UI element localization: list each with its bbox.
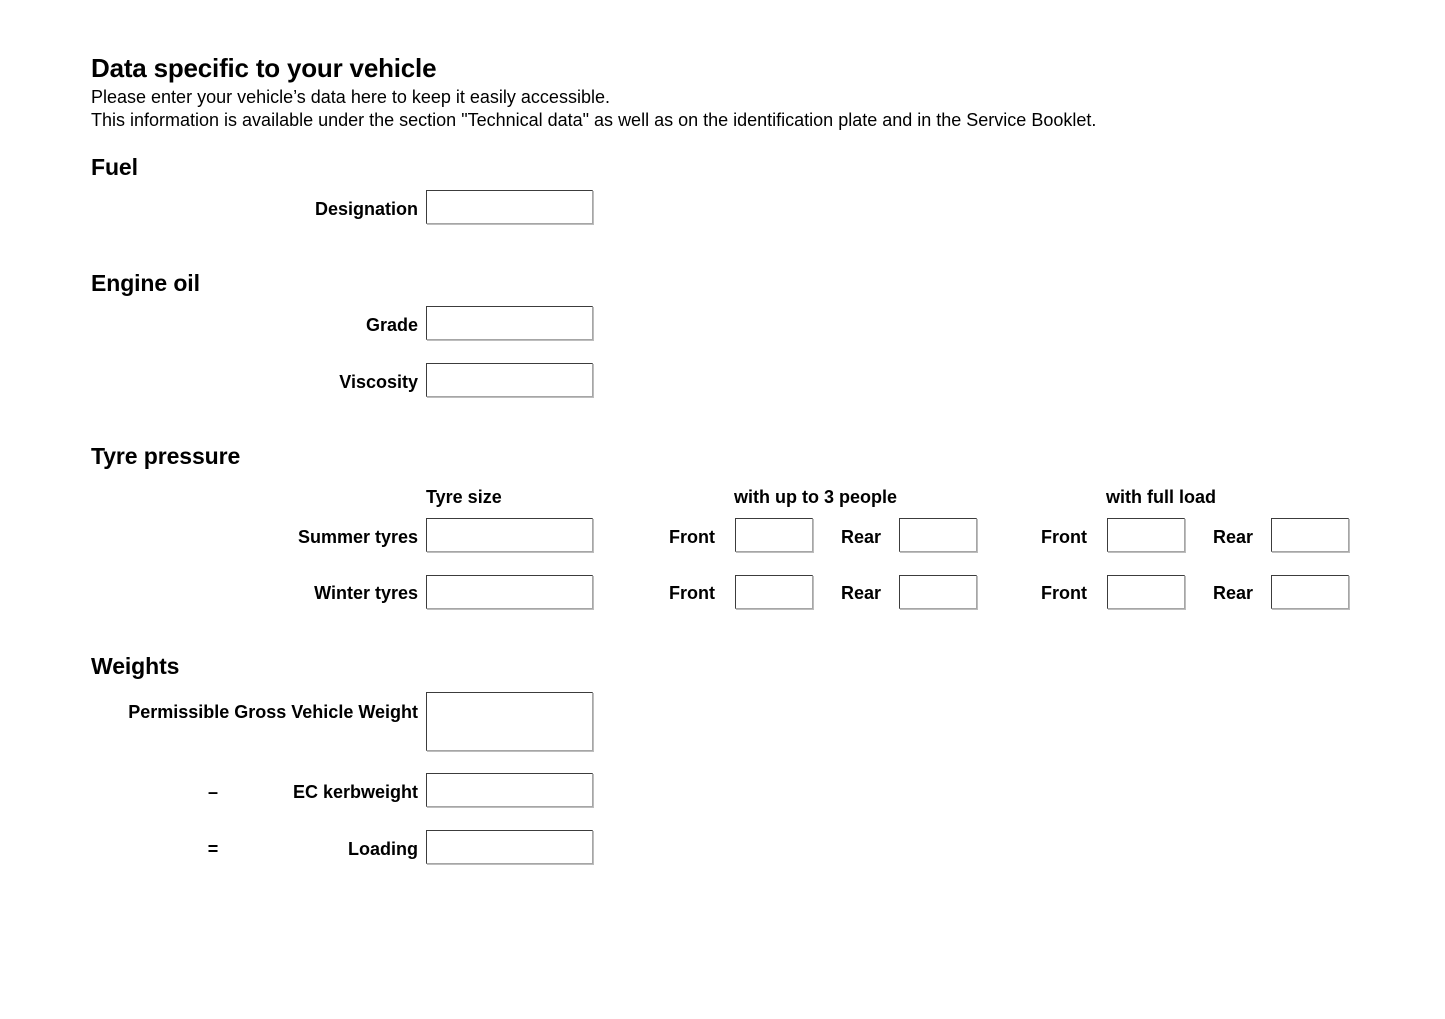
label-grade: Grade bbox=[365, 315, 418, 335]
input-fuel-designation[interactable] bbox=[426, 190, 593, 224]
input-winter-3people-rear[interactable] bbox=[899, 575, 977, 609]
intro-line-1: Please enter your vehicle’s data here to… bbox=[91, 87, 610, 107]
section-heading-tyre-pressure: Tyre pressure bbox=[91, 443, 241, 469]
input-summer-tyre-size[interactable] bbox=[426, 518, 593, 552]
label-summer-3people-rear: Rear bbox=[841, 527, 882, 547]
input-engine-oil-grade[interactable] bbox=[426, 306, 593, 340]
input-summer-3people-front[interactable] bbox=[735, 518, 813, 552]
column-header-up-to-3-people: with up to 3 people bbox=[734, 487, 897, 507]
input-engine-oil-viscosity[interactable] bbox=[426, 363, 593, 397]
operator-minus: – bbox=[207, 782, 218, 802]
operator-equals: = bbox=[207, 839, 219, 859]
label-designation: Designation bbox=[314, 199, 418, 219]
input-summer-3people-rear[interactable] bbox=[899, 518, 977, 552]
page-title: Data specific to your vehicle bbox=[91, 53, 437, 83]
label-winter-3people-rear: Rear bbox=[841, 583, 882, 603]
column-header-full-load: with full load bbox=[1106, 487, 1216, 507]
section-heading-engine-oil: Engine oil bbox=[91, 270, 200, 296]
input-winter-fullload-rear[interactable] bbox=[1271, 575, 1349, 609]
label-loading: Loading bbox=[348, 839, 418, 859]
section-heading-fuel: Fuel bbox=[91, 154, 138, 180]
input-permissible-gross-vehicle-weight[interactable] bbox=[426, 692, 593, 751]
input-summer-fullload-front[interactable] bbox=[1107, 518, 1185, 552]
section-heading-weights: Weights bbox=[91, 653, 180, 679]
input-ec-kerbweight[interactable] bbox=[426, 773, 593, 807]
label-summer-tyres: Summer tyres bbox=[297, 527, 418, 547]
label-permissible-gross-vehicle-weight: Permissible Gross Vehicle Weight bbox=[128, 702, 418, 722]
input-winter-tyre-size[interactable] bbox=[426, 575, 593, 609]
input-winter-3people-front[interactable] bbox=[735, 575, 813, 609]
input-loading[interactable] bbox=[426, 830, 593, 864]
label-winter-3people-front: Front bbox=[669, 583, 715, 603]
column-header-tyre-size: Tyre size bbox=[426, 487, 502, 507]
label-ec-kerbweight: EC kerbweight bbox=[292, 782, 418, 802]
label-viscosity: Viscosity bbox=[339, 372, 418, 392]
label-summer-fullload-front: Front bbox=[1041, 527, 1087, 547]
label-summer-3people-front: Front bbox=[669, 527, 715, 547]
label-winter-fullload-rear: Rear bbox=[1213, 583, 1254, 603]
label-winter-tyres: Winter tyres bbox=[314, 583, 418, 603]
input-winter-fullload-front[interactable] bbox=[1107, 575, 1185, 609]
label-winter-fullload-front: Front bbox=[1041, 583, 1087, 603]
label-summer-fullload-rear: Rear bbox=[1213, 527, 1254, 547]
intro-text-block: Please enter your vehicle’s data here to… bbox=[91, 86, 1096, 131]
intro-line-2: This information is available under the … bbox=[91, 109, 1097, 130]
input-summer-fullload-rear[interactable] bbox=[1271, 518, 1349, 552]
